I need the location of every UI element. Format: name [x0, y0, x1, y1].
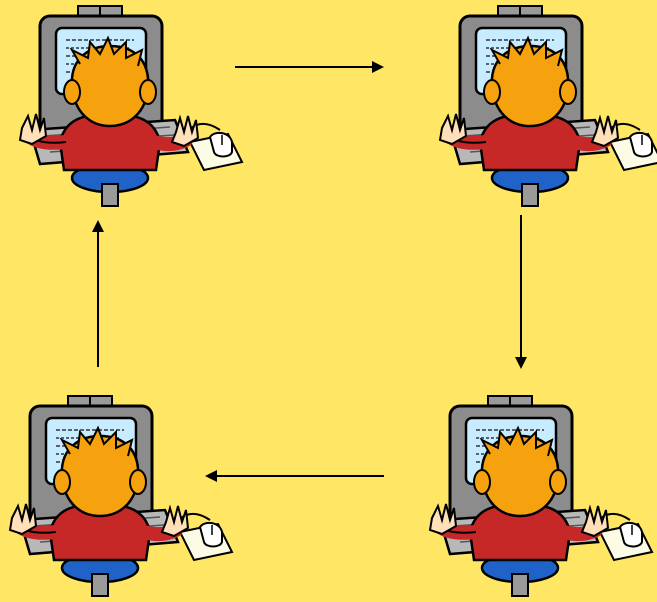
node-top-left: [10, 2, 250, 212]
person-at-computer-icon: [0, 392, 240, 602]
node-bottom-left: [0, 392, 240, 602]
person-at-computer-icon: [430, 2, 657, 212]
person-at-computer-icon: [420, 392, 657, 602]
node-bottom-right: [420, 392, 657, 602]
node-top-right: [430, 2, 657, 212]
person-at-computer-icon: [10, 2, 250, 212]
